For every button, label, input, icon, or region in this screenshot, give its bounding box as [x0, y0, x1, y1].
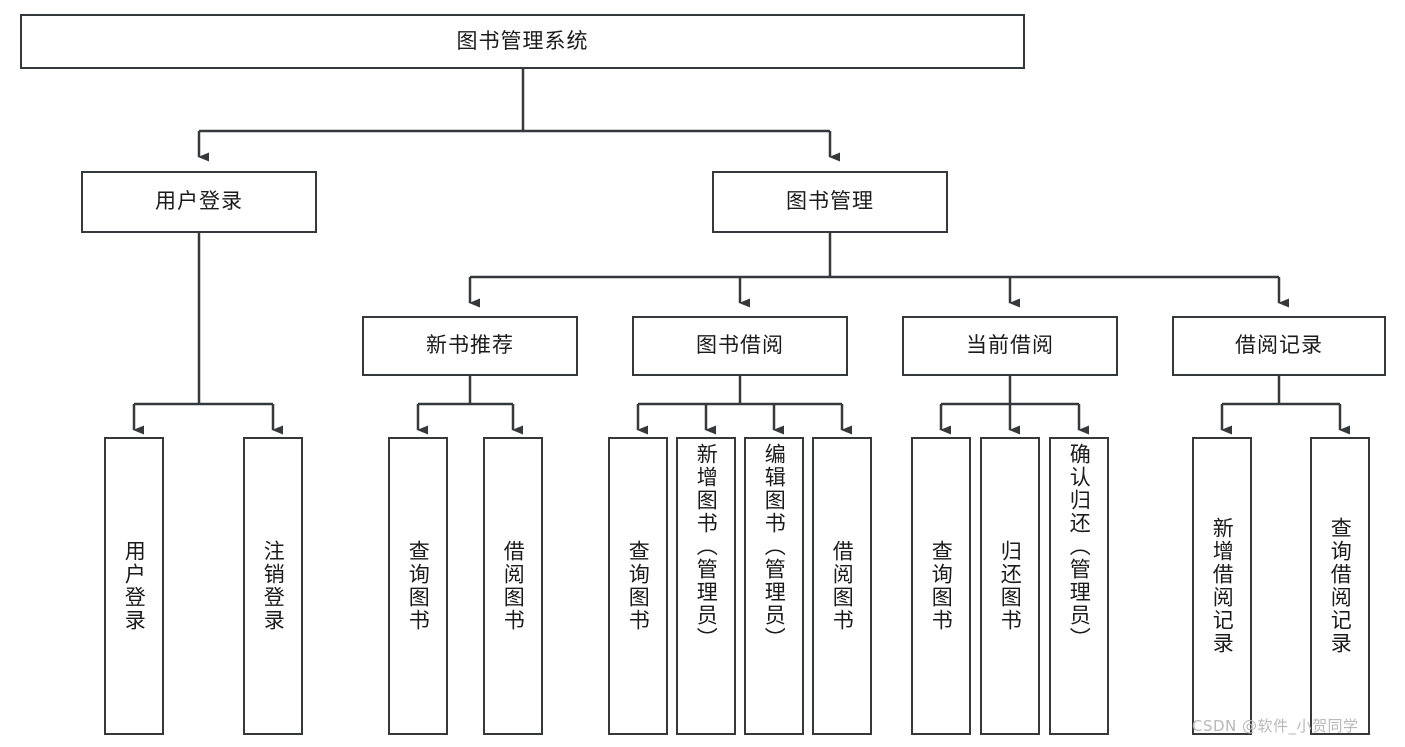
- leaf-label: 新增图书（管理员）: [694, 443, 719, 650]
- leaf-label: 确认归还（管理员）: [1067, 443, 1092, 650]
- leaf-label: 查询图书: [626, 540, 651, 632]
- node-book-borrow[interactable]: 图书借阅: [632, 316, 848, 376]
- watermark: CSDN @软件_小贺同学: [1192, 717, 1359, 735]
- leaf-label: 用户登录: [122, 540, 147, 632]
- leaf-label: 新增借阅记录: [1210, 517, 1235, 655]
- leaf-label: 编辑图书（管理员）: [762, 443, 787, 650]
- leaf-borrow-record-add[interactable]: 新增借阅记录: [1192, 437, 1252, 735]
- leaf-book-borrow-query[interactable]: 查询图书: [608, 437, 668, 735]
- leaf-book-borrow-add[interactable]: 新增图书（管理员）: [676, 437, 736, 735]
- leaf-new-book-borrow[interactable]: 借阅图书: [483, 437, 543, 735]
- node-new-book-recommend[interactable]: 新书推荐: [362, 316, 578, 376]
- leaf-label: 查询借阅记录: [1328, 517, 1353, 655]
- leaf-current-borrow-confirm-return[interactable]: 确认归还（管理员）: [1049, 437, 1109, 735]
- node-current-borrow[interactable]: 当前借阅: [902, 316, 1118, 376]
- leaf-user-login-login[interactable]: 用户登录: [104, 437, 164, 735]
- node-book-management[interactable]: 图书管理: [712, 171, 948, 233]
- node-new-book-recommend-label: 新书推荐: [426, 333, 514, 358]
- leaf-borrow-record-query[interactable]: 查询借阅记录: [1310, 437, 1370, 735]
- leaf-label: 查询图书: [929, 540, 954, 632]
- node-user-login-label: 用户登录: [155, 189, 243, 214]
- node-borrow-record[interactable]: 借阅记录: [1172, 316, 1386, 376]
- leaf-user-login-logout[interactable]: 注销登录: [243, 437, 303, 735]
- node-user-login[interactable]: 用户登录: [81, 171, 317, 233]
- leaf-book-borrow-borrow[interactable]: 借阅图书: [812, 437, 872, 735]
- leaf-label: 查询图书: [406, 540, 431, 632]
- leaf-new-book-query[interactable]: 查询图书: [388, 437, 448, 735]
- leaf-label: 归还图书: [998, 540, 1023, 632]
- leaf-current-borrow-query[interactable]: 查询图书: [911, 437, 971, 735]
- leaf-label: 借阅图书: [501, 540, 526, 632]
- node-book-borrow-label: 图书借阅: [696, 333, 784, 358]
- leaf-current-borrow-return[interactable]: 归还图书: [980, 437, 1040, 735]
- node-root[interactable]: 图书管理系统: [20, 14, 1025, 69]
- node-current-borrow-label: 当前借阅: [966, 333, 1054, 358]
- leaf-label: 借阅图书: [830, 540, 855, 632]
- leaf-book-borrow-edit[interactable]: 编辑图书（管理员）: [744, 437, 804, 735]
- node-root-label: 图书管理系统: [456, 28, 589, 53]
- node-borrow-record-label: 借阅记录: [1235, 333, 1323, 358]
- node-book-management-label: 图书管理: [786, 189, 874, 214]
- leaf-label: 注销登录: [261, 540, 286, 632]
